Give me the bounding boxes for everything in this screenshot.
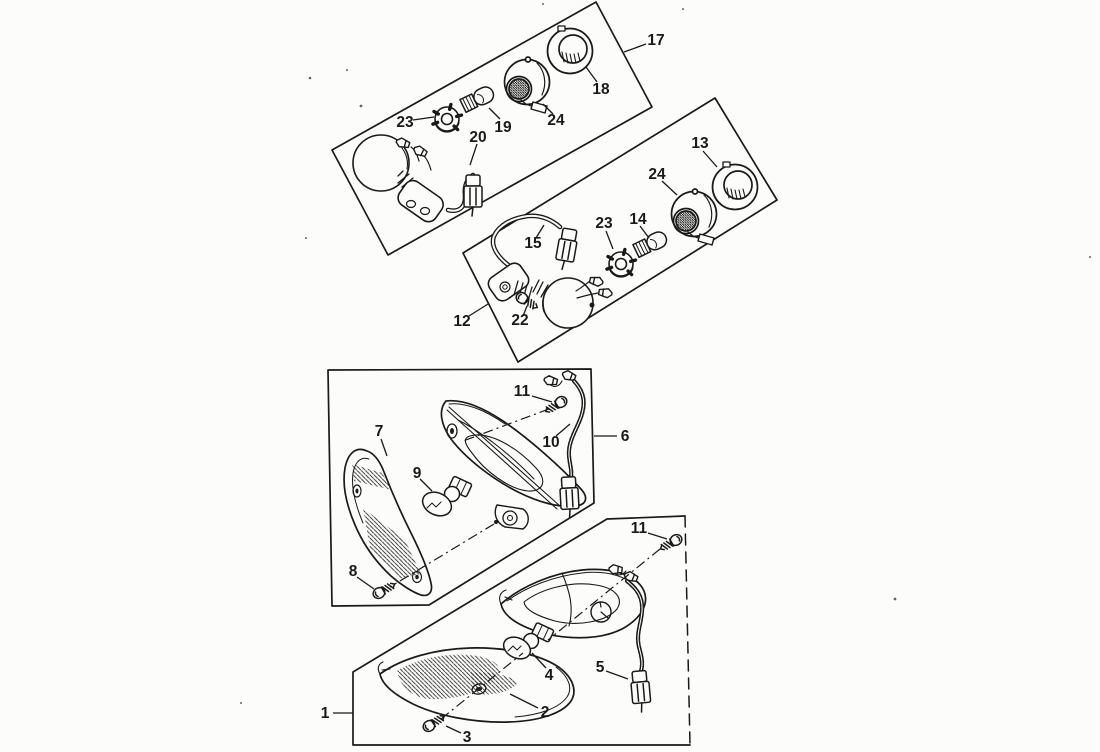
screw-drawing: [657, 531, 685, 555]
leader-line: [647, 532, 668, 540]
leader-line: [522, 305, 528, 317]
leader-line: [469, 143, 478, 166]
small-bulb-drawing: [631, 228, 670, 259]
leader-line: [412, 116, 435, 121]
lamp-socket-assembly-drawing: [487, 213, 614, 329]
part-label-1: 1: [321, 705, 330, 722]
leader-line: [531, 395, 553, 403]
part-label-4: 4: [545, 667, 554, 684]
wire-connector-drawing: [553, 226, 580, 272]
leader-line: [535, 224, 545, 239]
scan-speckles: [240, 3, 1091, 704]
part-label-18: 18: [592, 81, 610, 98]
wire-connector-drawing: [629, 669, 653, 714]
assembly-axis-line: [462, 408, 550, 442]
thread-coil-drawing: [513, 279, 552, 302]
bulb-drawing: [542, 277, 594, 329]
leader-line: [488, 107, 501, 120]
part-label-13: 13: [691, 135, 709, 152]
part-label-11: 11: [631, 520, 648, 537]
part-label-2: 2: [541, 704, 550, 721]
wire-connector-drawing: [463, 174, 483, 217]
screw-drawing: [370, 578, 398, 602]
lens-drawing: [377, 647, 575, 723]
leader-line: [542, 103, 554, 115]
assembly-box-6-outline: [327, 368, 595, 607]
leader-line: [585, 66, 598, 83]
wire-connector-drawing: [558, 475, 581, 520]
part-label-19: 19: [494, 119, 512, 136]
lamp-rim-drawing: [711, 161, 759, 211]
lamp-socket-assembly-drawing: [352, 134, 483, 223]
spade-terminal-icon: [597, 286, 614, 300]
assembly-axis-line: [547, 548, 661, 641]
leader-line: [445, 725, 462, 734]
part-label-7: 7: [375, 423, 384, 440]
assembly-axis-line: [389, 523, 495, 588]
leader-line: [702, 150, 718, 168]
leader-line: [468, 303, 489, 317]
assembly-box-12-outline: [462, 97, 778, 363]
lamp-housing-drawing: [670, 188, 718, 246]
bulb-drawing: [352, 134, 410, 192]
leader-line: [380, 438, 388, 457]
leader-line: [419, 478, 433, 492]
bulb-drawing: [502, 622, 555, 660]
leader-line: [623, 43, 647, 53]
leader-line: [356, 576, 375, 590]
part-label-11: 11: [514, 383, 531, 400]
bulb-socket-drawing: [431, 102, 464, 134]
part-label-9: 9: [413, 465, 422, 482]
lamp-rim-drawing: [546, 25, 594, 75]
bulb-drawing: [421, 475, 473, 517]
leader-line: [509, 693, 539, 709]
bulb-socket-drawing: [605, 247, 638, 279]
part-label-12: 12: [453, 313, 470, 330]
assembly-box-17: 17 18 24 19 23 20: [331, 1, 665, 256]
part-label-5: 5: [596, 659, 605, 676]
part-label-3: 3: [463, 729, 472, 746]
part-label-23: 23: [396, 114, 414, 131]
part-label-8: 8: [349, 563, 358, 580]
lens-drawing: [343, 448, 433, 597]
assembly-box-1-outline: [352, 515, 691, 746]
part-label-15: 15: [524, 235, 542, 252]
screw-drawing: [542, 393, 570, 417]
spade-terminal-icon: [411, 143, 429, 159]
part-label-17: 17: [647, 32, 664, 49]
assembly-box-6: 7 9 11 10 6 8: [327, 368, 630, 607]
assembly-box-1: 11 4 5 2 3 1: [321, 515, 691, 746]
screw-drawing: [513, 289, 541, 313]
part-label-6: 6: [621, 428, 630, 445]
spade-terminal-icon: [542, 374, 559, 388]
wire-harness-drawing: [607, 563, 653, 714]
spade-terminal-icon: [588, 274, 605, 288]
leader-line: [531, 652, 547, 669]
assembly-axis-line: [440, 652, 524, 720]
leader-line: [639, 225, 650, 239]
part-label-20: 20: [469, 129, 486, 146]
part-label-24: 24: [648, 166, 666, 183]
part-label-22: 22: [511, 312, 528, 329]
assembly-box-17-outline: [331, 1, 653, 256]
leader-line: [605, 670, 629, 680]
part-label-24: 24: [547, 112, 565, 129]
assembly-box-12: 13 24 14 23 15 22 12: [453, 97, 778, 363]
part-label-14: 14: [629, 211, 647, 228]
lamp-body-drawing: [499, 568, 647, 639]
assembly-box-1-outline-dashed: [684, 515, 691, 746]
leader-line: [555, 423, 571, 437]
part-label-23: 23: [595, 215, 613, 232]
leader-line: [661, 180, 678, 196]
wire-harness-drawing: [542, 368, 586, 520]
part-label-10: 10: [542, 434, 559, 451]
leader-line: [605, 230, 614, 250]
